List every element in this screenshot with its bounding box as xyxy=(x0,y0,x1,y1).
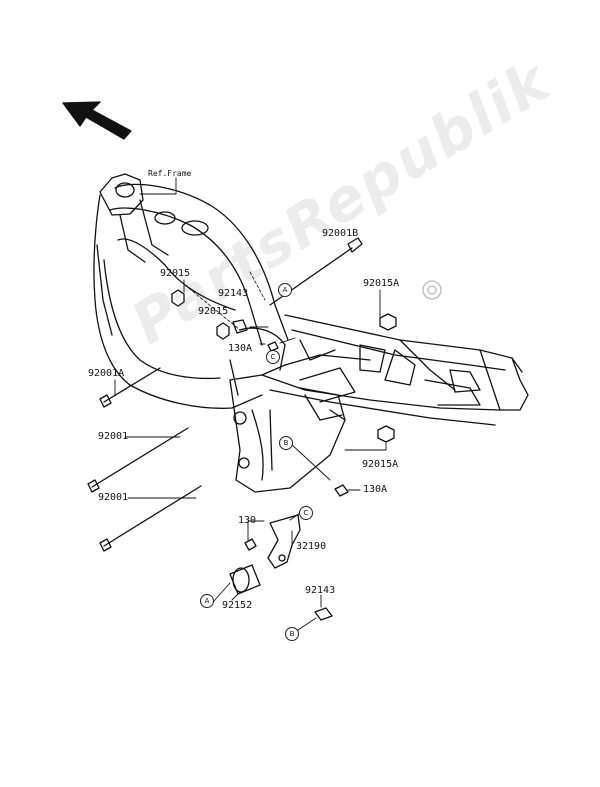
callout-c-frame: C xyxy=(266,350,280,364)
part-label-130A-top: 130A xyxy=(228,343,253,354)
part-label-92001-a: 92001 xyxy=(98,431,129,442)
callout-a-frame: A xyxy=(278,283,292,297)
part-label-130: 130 xyxy=(238,515,257,526)
callout-a-spacer: A xyxy=(200,594,214,608)
part-label-32190: 32190 xyxy=(296,541,327,552)
part-label-92015-mid: 92015 xyxy=(198,306,229,317)
part-label-92001A: 92001A xyxy=(88,368,125,379)
part-label-92001-b: 92001 xyxy=(98,492,129,503)
callout-b-collar: B xyxy=(285,627,299,641)
callout-c-bracket: C xyxy=(299,506,313,520)
callout-b-frame: B xyxy=(279,436,293,450)
part-label-92143-bottom: 92143 xyxy=(305,585,336,596)
part-label-92152: 92152 xyxy=(222,600,253,611)
part-label-130A-bottom: 130A xyxy=(363,484,388,495)
ref-frame-label: Ref.Frame xyxy=(148,169,192,178)
part-label-92015A-top: 92015A xyxy=(363,278,400,289)
part-label-92015-left: 92015 xyxy=(160,268,191,279)
part-label-92143-mid: 92143 xyxy=(218,288,249,299)
part-label-92001B: 92001B xyxy=(322,228,359,239)
part-label-92015A-bottom: 92015A xyxy=(362,459,399,470)
direction-arrow-icon xyxy=(62,101,132,140)
